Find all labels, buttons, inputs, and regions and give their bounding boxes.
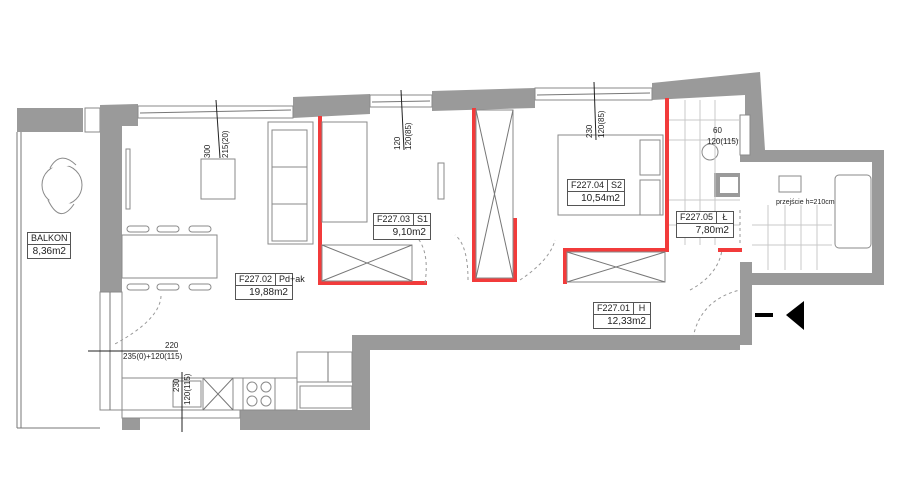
dim-window-s1-a: 120 [393, 136, 402, 150]
room-type: H [633, 303, 650, 314]
dim-window-bath-a: 60 [713, 126, 722, 135]
dimension-lines [88, 81, 597, 432]
dim-window-bath-b: 120(115) [707, 137, 739, 146]
balcony [16, 107, 101, 429]
balcony-label: BALKON 8,36m2 [27, 232, 71, 259]
dim-kitchen-window-a: 230 [172, 378, 181, 392]
partitions [318, 98, 742, 285]
balcony-table-chairs [41, 157, 83, 214]
balcony-area: 8,36m2 [32, 246, 66, 257]
wardrobes [321, 109, 666, 283]
room-code: F227.05 [680, 212, 714, 222]
dim-window-living-b: 215(20) [221, 130, 230, 158]
dim-window-living-a: 300 [203, 144, 212, 158]
dim-window-s1-b: 120(85) [404, 122, 413, 150]
door-swings [112, 210, 741, 346]
room-type: Pd+ak [275, 274, 308, 285]
entrance-arrow-icon [755, 301, 804, 330]
dim-kitchen-window-b: 120(115) [183, 373, 192, 405]
furniture [121, 121, 872, 411]
room-area: 10,54m2 [581, 193, 620, 204]
room-code: F227.03 [377, 214, 411, 224]
room-type: S2 [607, 180, 625, 191]
dim-balcony-door-a: 220 [165, 341, 179, 350]
room-type: Ł [716, 212, 733, 223]
room-type: S1 [413, 214, 431, 225]
dim-window-s2-b: 120(85) [597, 110, 606, 138]
balcony-name: BALKON [31, 233, 68, 243]
room-code: F227.01 [597, 303, 631, 313]
room-code: F227.04 [571, 180, 605, 190]
dim-balcony-door-b: 235(0)+120(115) [123, 352, 183, 361]
room-area: 9,10m2 [392, 227, 426, 238]
room-code: F227.02 [239, 274, 273, 284]
dim-window-s2-a: 230 [585, 124, 594, 138]
room-area: 19,88m2 [249, 287, 288, 298]
room-area: 7,80m2 [695, 225, 729, 236]
dim-passage: przejście h=210cm [776, 199, 835, 206]
room-area: 12,33m2 [607, 316, 646, 327]
